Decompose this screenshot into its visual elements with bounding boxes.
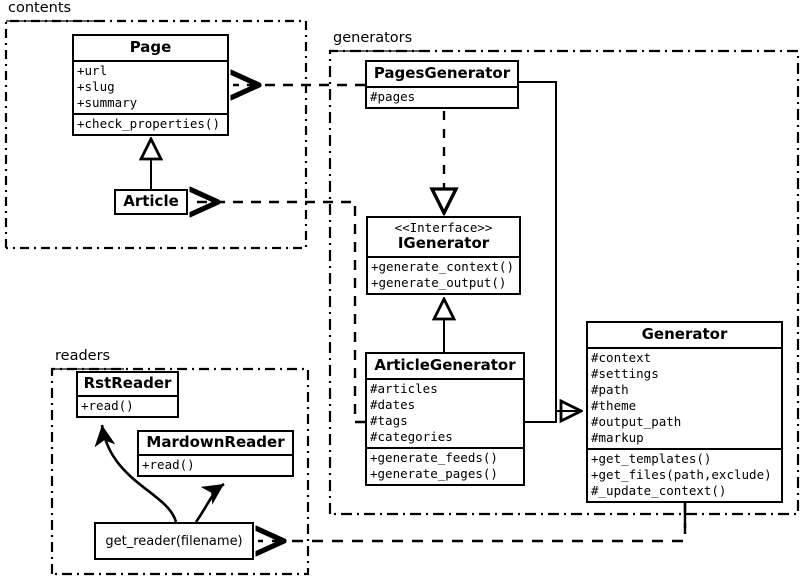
- class-member: +read(): [81, 398, 134, 413]
- relation-get-reader-returns-rstreader: [94, 424, 178, 523]
- class-attributes-page: +url +slug +summary: [74, 60, 227, 113]
- class-member: +read(): [142, 457, 195, 472]
- class-box-article[interactable]: Article: [114, 189, 188, 215]
- class-attributes-articlegenerator: #articles #dates #tags #categories: [367, 378, 523, 447]
- class-title-pagesgenerator: PagesGenerator: [373, 64, 511, 82]
- package-boundary-readers: [50, 367, 310, 576]
- class-title-generator: Generator: [641, 325, 728, 343]
- relation-articlegenerator-uses-article: [192, 202, 365, 424]
- package-label-contents: contents: [6, 0, 74, 16]
- class-member: #tags: [370, 413, 408, 428]
- class-member: +get_templates(): [591, 451, 712, 466]
- class-box-pagesgenerator[interactable]: PagesGenerator #pages: [365, 60, 519, 109]
- package-boundary-contents: [4, 19, 308, 250]
- class-member: #dates: [370, 397, 416, 412]
- class-member: #output_path: [591, 414, 682, 429]
- class-member: +generate_output(): [371, 275, 507, 290]
- class-box-page[interactable]: Page +url +slug +summary +check_properti…: [72, 34, 229, 136]
- package-label-generators: generators: [331, 30, 415, 46]
- class-member: #path: [591, 382, 629, 397]
- class-operations-rstreader: +read(): [78, 395, 177, 416]
- class-attributes-generator: #context #settings #path #theme #output_…: [588, 347, 781, 448]
- class-operations-page: +check_properties(): [74, 113, 227, 134]
- function-label-get-reader: get_reader(filename): [105, 533, 243, 549]
- class-member: +generate_context(): [371, 259, 514, 274]
- class-member: #context: [591, 350, 652, 365]
- class-member: +summary: [77, 95, 138, 110]
- package-boundary-generators: [328, 49, 800, 516]
- class-member: +generate_pages(): [370, 466, 498, 481]
- class-operations-articlegenerator: +generate_feeds() +generate_pages(): [367, 447, 523, 484]
- class-member: #theme: [591, 398, 637, 413]
- relation-get-reader-returns-markdownreader: [194, 482, 225, 523]
- class-operations-generator: +get_templates() +get_files(path,exclude…: [588, 448, 781, 501]
- function-box-get-reader[interactable]: get_reader(filename): [94, 522, 254, 560]
- class-attributes-pagesgenerator: #pages: [367, 86, 517, 107]
- class-title-articlegenerator: ArticleGenerator: [374, 356, 516, 374]
- class-box-generator[interactable]: Generator #context #settings #path #them…: [586, 321, 783, 503]
- class-member: #markup: [591, 430, 644, 445]
- class-member: +url: [77, 63, 108, 78]
- class-box-articlegenerator[interactable]: ArticleGenerator #articles #dates #tags …: [365, 352, 525, 486]
- class-box-igenerator[interactable]: <<Interface>> IGenerator +generate_conte…: [366, 216, 521, 295]
- class-title-text: IGenerator: [397, 234, 490, 252]
- class-member: +slug: [77, 79, 115, 94]
- class-member: #articles: [370, 381, 438, 396]
- class-member: #settings: [591, 366, 659, 381]
- relation-pagesgenerator-extends-generator: [519, 81, 581, 411]
- class-title-article: Article: [123, 192, 179, 210]
- class-box-rstreader[interactable]: RstReader +read(): [76, 371, 179, 418]
- class-operations-markdownreader: +read(): [139, 454, 292, 475]
- class-member: +get_files(path,exclude): [591, 467, 772, 482]
- relation-articlegenerator-extends-generator: [525, 410, 581, 423]
- relation-generator-uses-get-reader: [258, 503, 687, 541]
- class-member: +generate_feeds(): [370, 450, 498, 465]
- class-title-page: Page: [129, 38, 172, 56]
- class-member: #_update_context(): [591, 483, 727, 498]
- package-label-readers: readers: [53, 348, 113, 364]
- class-title-rstreader: RstReader: [83, 374, 172, 392]
- class-box-markdownreader[interactable]: MardownReader +read(): [137, 430, 294, 477]
- class-stereotype-igenerator: <<Interface>>: [394, 220, 493, 235]
- class-member: #categories: [370, 429, 453, 444]
- class-member: +check_properties(): [77, 116, 220, 131]
- class-operations-igenerator: +generate_context() +generate_output(): [368, 256, 519, 293]
- class-title-markdownreader: MardownReader: [146, 433, 285, 451]
- class-title-igenerator: <<Interface>> IGenerator: [368, 218, 519, 256]
- class-member: #pages: [370, 89, 416, 104]
